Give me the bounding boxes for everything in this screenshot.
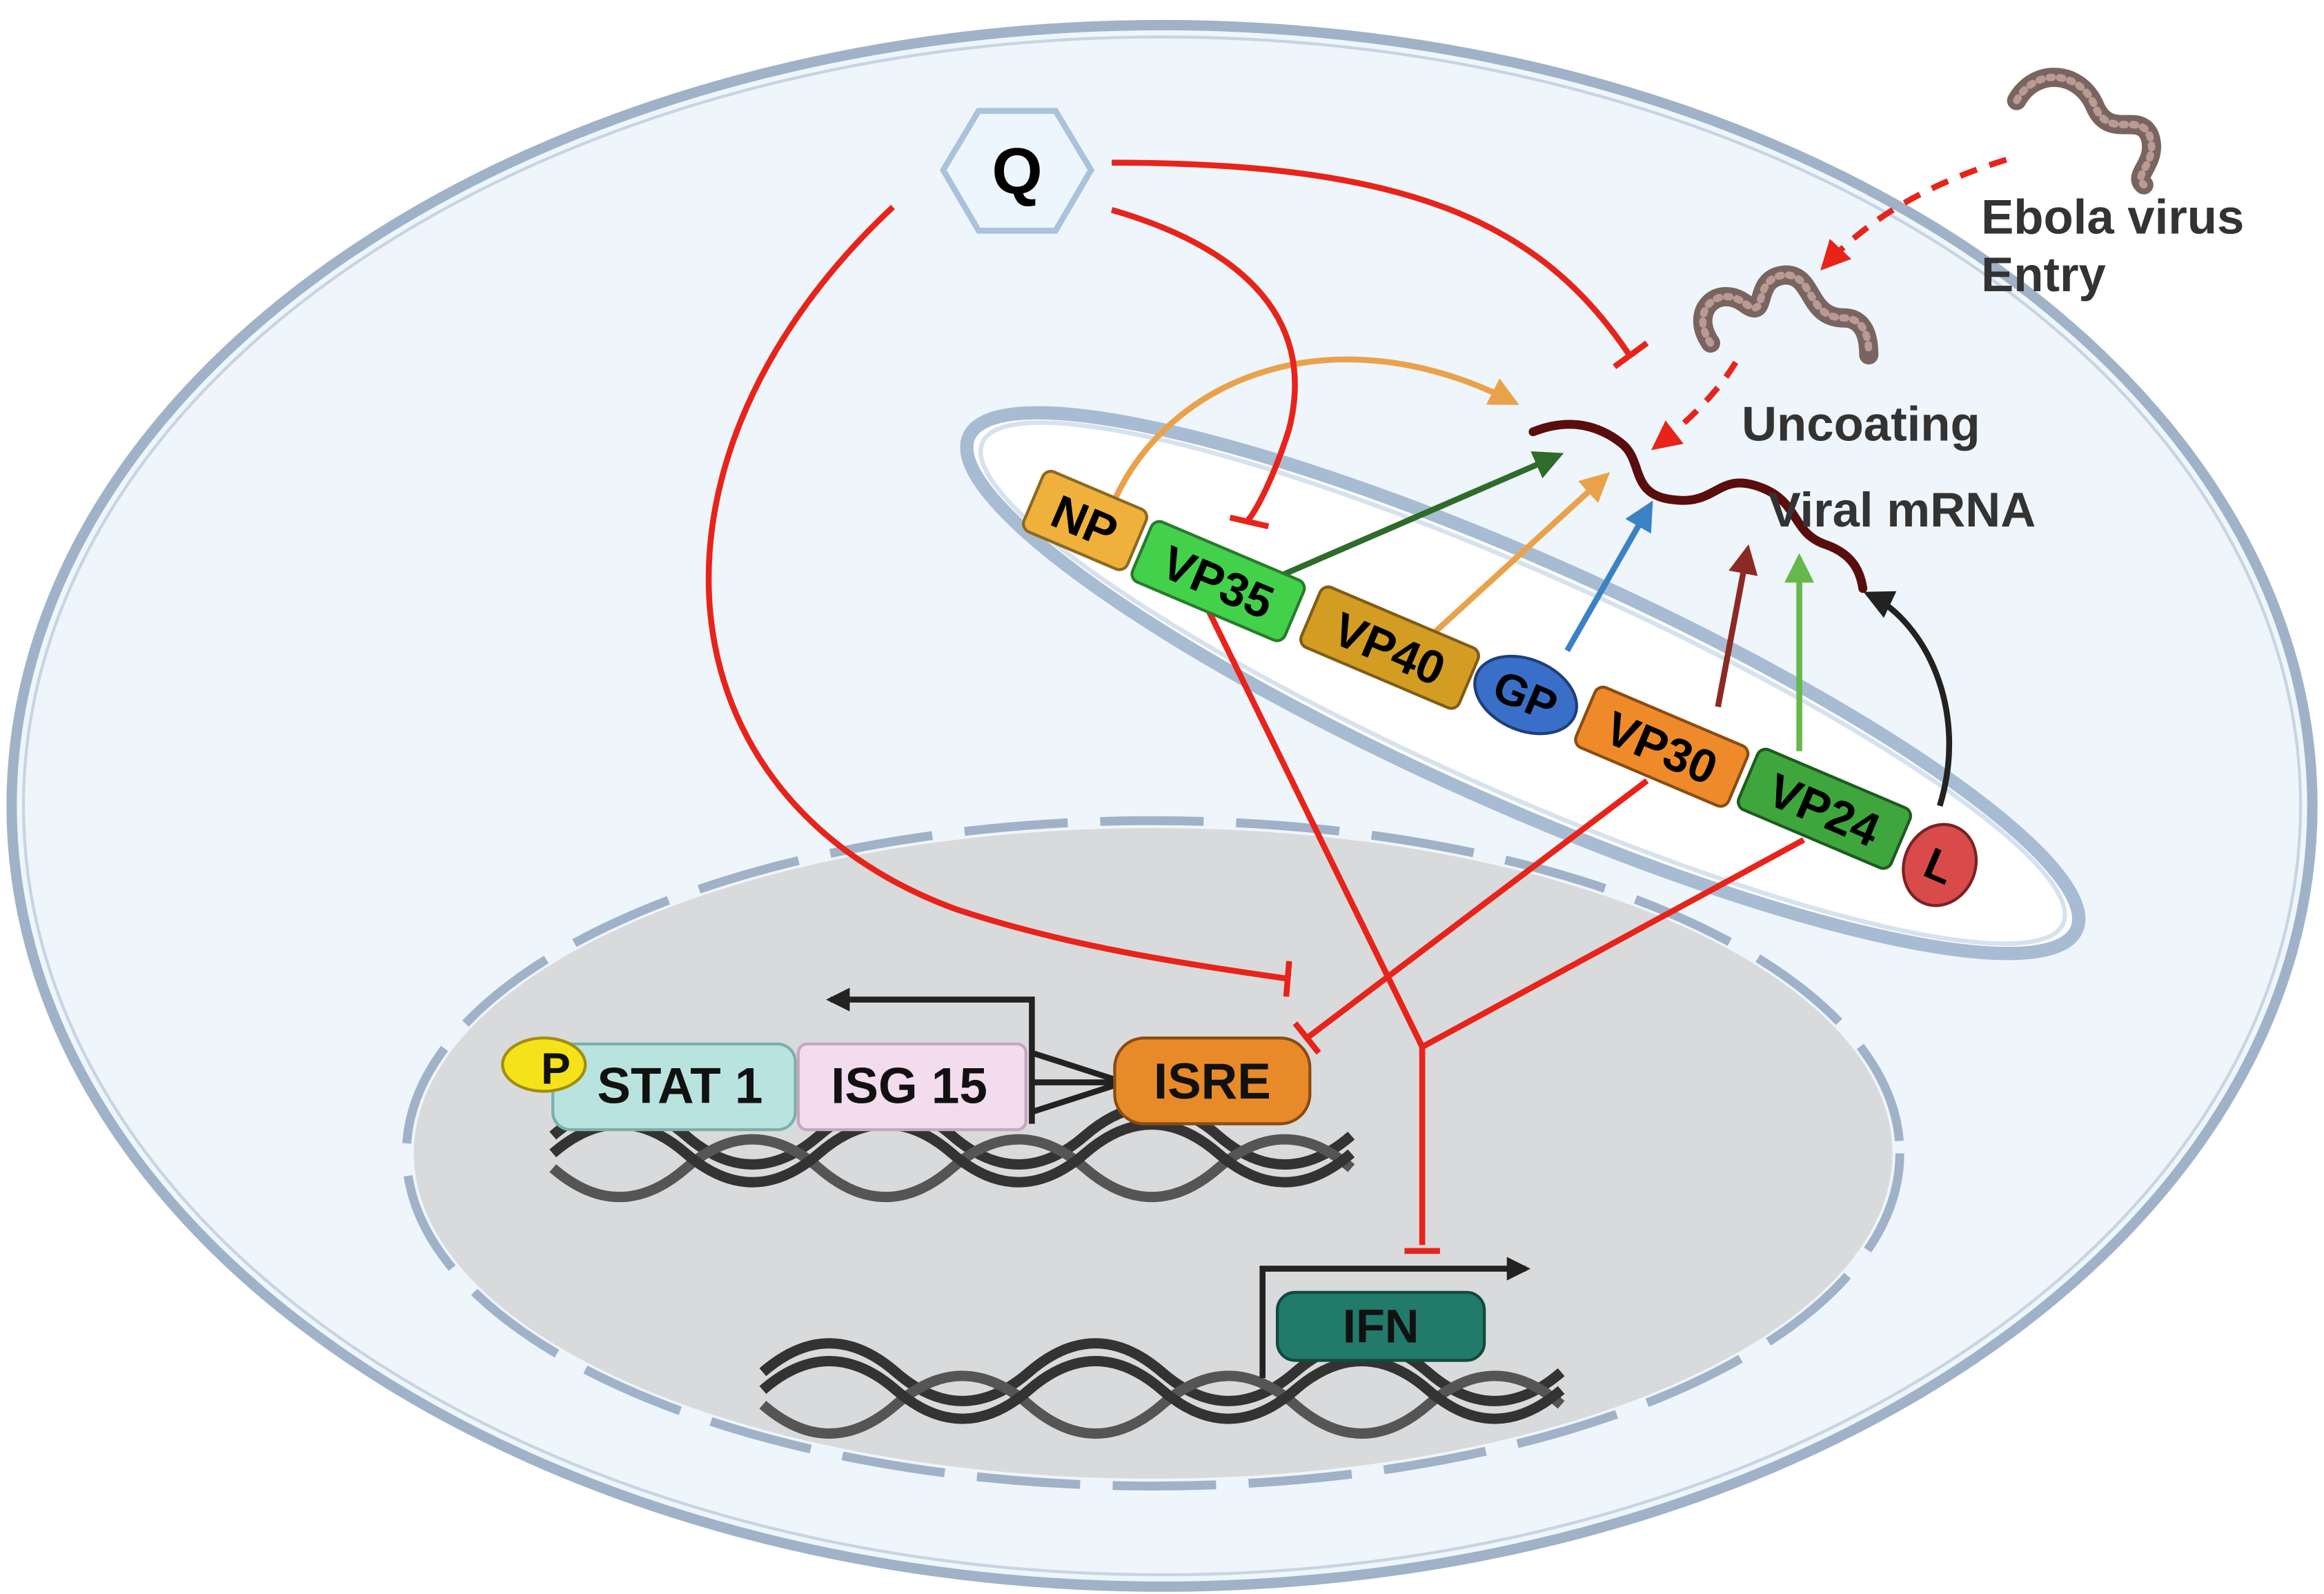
entry-arrow xyxy=(1820,157,2007,270)
uncoating-arrow xyxy=(1651,360,1739,451)
gp-to-mrna-arrow xyxy=(1564,500,1653,652)
dna-helix-isre xyxy=(549,1101,1355,1203)
uncoating-label: Uncoating xyxy=(1742,397,1980,451)
virus-label-line2: Entry xyxy=(1981,247,2106,302)
gene-l: L xyxy=(1902,823,1978,907)
dna-helix-ifn xyxy=(759,1338,1565,1439)
drug-q-label: Q xyxy=(992,135,1042,208)
gene-gp: GP xyxy=(1473,654,1579,736)
vp30-to-mrna-arrow xyxy=(1715,544,1758,708)
vp35-to-mrna-arrow xyxy=(1270,451,1564,582)
l-to-mrna-arrow xyxy=(1863,591,1953,807)
isg15-node: ISG 15 xyxy=(796,1042,1027,1132)
np-to-mrna-arrow xyxy=(1112,356,1519,502)
ifn-promoter-arrow xyxy=(1259,1257,1530,1379)
nuclear-envelope xyxy=(402,816,1904,1490)
inhibition-lines xyxy=(705,159,1806,1254)
ebola-virus-inside-icon xyxy=(1693,265,1879,365)
isre-node: ISRE xyxy=(1113,1036,1312,1125)
cell-membrane-inner xyxy=(21,35,2303,1577)
virus-label-line1: Ebola virus xyxy=(1981,190,2244,244)
ifn-label: IFN xyxy=(1343,1300,1419,1353)
isre-binding-lines xyxy=(1031,1050,1116,1115)
isg15-label: ISG 15 xyxy=(831,1059,987,1114)
viral-mrna-strand xyxy=(1528,420,1868,593)
drug-q-node: Q xyxy=(939,108,1095,234)
ifn-node: IFN xyxy=(1276,1290,1486,1362)
vp40-to-mrna-arrow xyxy=(1432,472,1611,636)
phospho-node: P xyxy=(501,1036,587,1094)
stat1-node: STAT 1 xyxy=(551,1042,797,1132)
viral-mrna-label: Viral mRNA xyxy=(1769,482,2036,537)
isre-label: ISRE xyxy=(1154,1054,1271,1110)
phospho-label: P xyxy=(541,1044,571,1094)
ebola-virus-outside-icon xyxy=(2007,68,2161,195)
stat1-label: STAT 1 xyxy=(597,1059,762,1114)
